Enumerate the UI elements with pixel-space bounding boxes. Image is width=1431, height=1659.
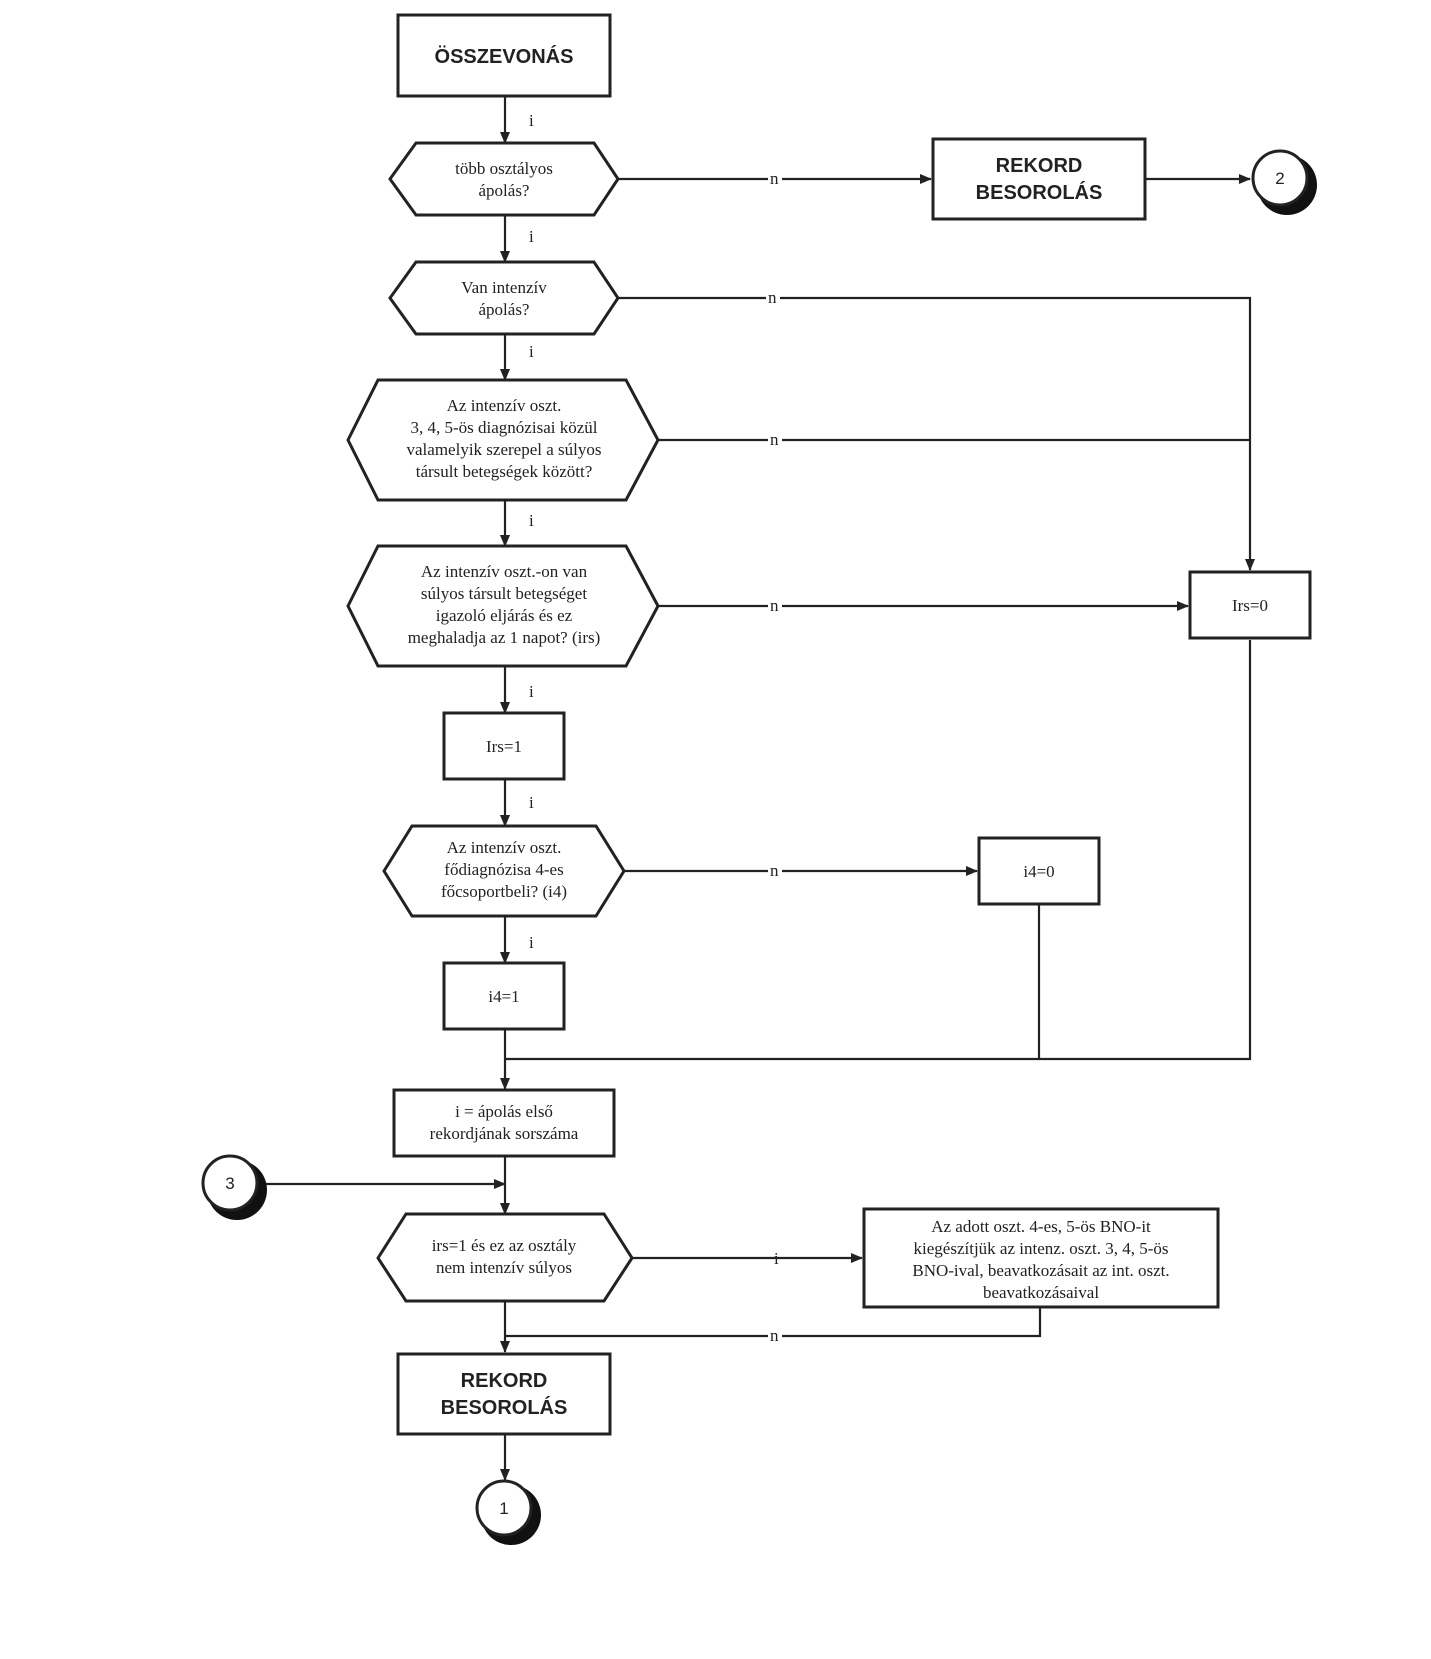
label-no-3: n <box>770 430 779 449</box>
label-yes-8: i <box>774 1249 779 1268</box>
node-record-bottom-line1: REKORD <box>461 1370 548 1392</box>
node-supplement-line4: beavatkozásaival <box>983 1283 1099 1302</box>
node-irs0: Irs=0 <box>1188 570 1312 640</box>
node-proc-check-line2: súlyos társult betegséget <box>421 584 587 603</box>
node-intensive: Van intenzív ápolás? <box>388 260 620 336</box>
node-intensive-line1: Van intenzív <box>461 278 547 297</box>
node-multi-ward: több osztályos ápolás? <box>388 141 620 217</box>
node-main-diag-line3: főcsoportbeli? (i4) <box>441 882 567 901</box>
node-merge: ÖSSZEVONÁS <box>396 13 612 98</box>
node-diag-check-line2: 3, 4, 5-ös diagnózisai közül <box>411 418 598 437</box>
connector-3-label: 3 <box>225 1174 234 1193</box>
label-yes-4: i <box>529 511 534 530</box>
label-no-4: n <box>770 596 779 615</box>
label-yes-7: i <box>529 933 534 952</box>
node-main-diag-line1: Az intenzív oszt. <box>447 838 562 857</box>
node-multi-ward-line2: ápolás? <box>479 181 530 200</box>
node-serial: i = ápolás első rekordjának sorszáma <box>392 1088 616 1158</box>
node-supplement-line1: Az adott oszt. 4-es, 5-ös BNO-it <box>931 1217 1151 1236</box>
node-intensive-line2: ápolás? <box>479 300 530 319</box>
node-main-diag-line2: fődiagnózisa 4-es <box>444 860 563 879</box>
node-irs-ward: irs=1 és ez az osztály nem intenzív súly… <box>376 1212 634 1303</box>
node-diag-check-line1: Az intenzív oszt. <box>447 396 562 415</box>
node-i41: i4=1 <box>442 961 566 1031</box>
edges <box>264 96 1255 1481</box>
node-merge-text: ÖSSZEVONÁS <box>435 45 574 68</box>
node-irs1: Irs=1 <box>442 711 566 781</box>
node-main-diag: Az intenzív oszt. fődiagnózisa 4-es főcs… <box>382 824 626 918</box>
label-yes-3: i <box>529 342 534 361</box>
node-proc-check-line3: igazoló eljárás és ez <box>436 606 573 625</box>
node-i40-text: i4=0 <box>1023 862 1054 881</box>
node-record-top-line1: REKORD <box>996 155 1083 177</box>
node-record-bottom-line2: BESOROLÁS <box>441 1396 568 1419</box>
node-proc-check-line4: meghaladja az 1 napot? (irs) <box>408 628 601 647</box>
label-no-5: n <box>770 861 779 880</box>
label-yes-1: i <box>529 111 534 130</box>
node-multi-ward-line1: több osztályos <box>455 159 553 178</box>
node-diag-check-line3: valamelyik szerepel a súlyos <box>407 440 602 459</box>
node-irs0-text: Irs=0 <box>1232 596 1268 615</box>
node-record-top: REKORD BESOROLÁS <box>931 137 1147 221</box>
node-i40: i4=0 <box>977 836 1101 906</box>
edge-irs0-merge <box>505 640 1252 1061</box>
node-record-bottom: REKORD BESOROLÁS <box>396 1352 612 1436</box>
node-irs1-text: Irs=1 <box>486 737 522 756</box>
node-supplement-line3: BNO-ival, beavatkozásait az int. oszt. <box>912 1261 1169 1280</box>
edge-labels: i i i i i i i i n n n n n n <box>529 111 782 1345</box>
node-serial-line1: i = ápolás első <box>455 1102 553 1121</box>
node-proc-check: Az intenzív oszt.-on van súlyos társult … <box>346 544 660 668</box>
label-yes-2: i <box>529 227 534 246</box>
node-record-top-line2: BESOROLÁS <box>976 181 1103 204</box>
label-no-2: n <box>768 288 777 307</box>
node-serial-line2: rekordjának sorszáma <box>430 1124 579 1143</box>
node-proc-check-line1: Az intenzív oszt.-on van <box>421 562 588 581</box>
label-yes-5: i <box>529 682 534 701</box>
edge-supplement-back <box>505 1307 1042 1338</box>
label-no-1: n <box>770 169 779 188</box>
connector-2: 2 <box>1251 149 1317 215</box>
node-supplement: Az adott oszt. 4-es, 5-ös BNO-it kiegész… <box>862 1207 1220 1309</box>
node-supplement-line2: kiegészítjük az intenz. oszt. 3, 4, 5-ös <box>914 1239 1169 1258</box>
node-i41-text: i4=1 <box>488 987 519 1006</box>
node-irs-ward-line2: nem intenzív súlyos <box>436 1258 572 1277</box>
label-no-6: n <box>770 1326 779 1345</box>
connector-3: 3 <box>201 1154 267 1220</box>
connector-1: 1 <box>475 1479 541 1545</box>
connector-1-label: 1 <box>499 1499 508 1518</box>
node-irs-ward-line1: irs=1 és ez az osztály <box>432 1236 577 1255</box>
connector-2-label: 2 <box>1275 169 1284 188</box>
node-diag-check-line4: társult betegségek között? <box>416 462 593 481</box>
node-diag-check: Az intenzív oszt. 3, 4, 5-ös diagnózisai… <box>346 378 660 502</box>
label-yes-6: i <box>529 793 534 812</box>
edge-intensive-irs0 <box>618 296 1255 571</box>
